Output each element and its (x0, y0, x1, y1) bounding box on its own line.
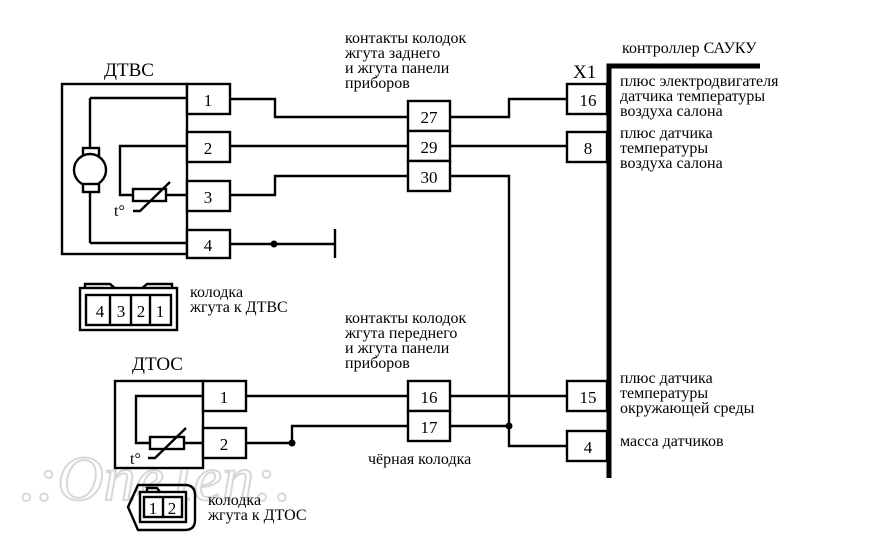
controller-pin-label: 8 (584, 139, 593, 158)
controller-pin-16 (565, 82, 609, 116)
front-harness-caption: и жгута панели (345, 340, 450, 357)
wire-27-x1-16 (450, 97, 567, 119)
controller-pin-desc: воздуха салона (620, 155, 723, 172)
dtvs-thermistor-label: t° (114, 203, 125, 220)
rear-harness-pin-label: 27 (421, 108, 439, 127)
junction-dot (270, 240, 278, 248)
controller-pin-desc: воздуха салона (620, 103, 723, 120)
controller-pin-label: 16 (580, 91, 597, 110)
dtvs-pin-2 (185, 130, 232, 164)
dtos-pin-label: 2 (220, 435, 229, 454)
dtvs-connector-pin: 3 (117, 302, 126, 321)
controller-pin-desc: датчика температуры (620, 88, 765, 105)
junction-dot (288, 439, 296, 447)
dtvs-pin-4-label: 4 (204, 236, 213, 255)
dtos-connector-pin: 2 (168, 499, 177, 518)
dtvs-pin-2-label: 2 (204, 139, 213, 158)
dtos-pin-label: 1 (220, 388, 229, 407)
dtos-pin-1 (201, 379, 248, 413)
wire-dtos2-17 (246, 424, 408, 445)
thermistor-icon (134, 394, 203, 460)
front-harness-pin-label: 17 (421, 418, 439, 437)
controller-connector-label: X1 (573, 62, 596, 83)
controller-pin-desc: плюс электродвигателя (620, 73, 779, 90)
dtvs-pin-1 (185, 82, 232, 116)
dtos-pin-2 (201, 426, 248, 460)
dtvs-pin-4 (185, 228, 232, 260)
rear-harness-pin-label: 30 (421, 168, 438, 187)
dtvs-connector-pin: 1 (156, 302, 165, 321)
dtos-title: ДТОС (132, 354, 183, 375)
controller-pin-desc: температуры (620, 385, 708, 402)
controller-pin-8 (565, 130, 609, 164)
front-harness-caption: приборов (345, 355, 410, 372)
dtvs-connector-pin: 4 (96, 302, 105, 321)
front-harness-caption: контакты колодок (345, 310, 467, 327)
front-harness-pin-label: 16 (421, 388, 438, 407)
controller-pin-15 (565, 379, 609, 413)
rear-harness-pin-30 (406, 159, 452, 193)
rear-harness-caption: контакты колодок (345, 30, 467, 47)
dtvs-connector-label: жгута к ДТВС (189, 299, 288, 316)
controller-bus (606, 63, 760, 478)
dtvs-connector-label: колодка (190, 284, 243, 301)
dtvs-connector-pin: 2 (137, 302, 146, 321)
controller-pin-desc: температуры (620, 140, 708, 157)
front-harness-bottom-label: чёрная колодка (368, 451, 471, 468)
dtvs-connector-icon (78, 282, 179, 332)
thermistor-icon (118, 144, 187, 213)
controller-pin-desc: плюс датчика (620, 125, 713, 142)
wire-dtvs1-27 (230, 97, 408, 119)
rear-harness-pin-label: 29 (421, 138, 438, 157)
controller-pin-desc: окружающей среды (620, 400, 755, 417)
dtvs-pin-1-label: 1 (204, 91, 213, 110)
controller-pin-label: 4 (584, 438, 593, 457)
junction-dot (505, 422, 513, 430)
front-harness-pin-16 (406, 379, 452, 413)
rear-harness-caption: жгута заднего (344, 45, 440, 62)
dtvs-pin-3 (185, 179, 232, 213)
wire-30-x1-4 (450, 174, 567, 448)
rear-harness-caption: и жгута панели (345, 60, 450, 77)
controller-pin-desc: масса датчиков (620, 433, 724, 450)
controller-pin-label: 15 (580, 388, 597, 407)
front-harness-caption: жгута переднего (344, 325, 457, 342)
dtvs-title: ДТВС (104, 60, 154, 81)
dtos-connector-label: колодка (208, 492, 261, 509)
rear-harness-caption: приборов (345, 75, 410, 92)
dtos-connector-label: жгута к ДТОС (207, 507, 307, 524)
dtos-thermistor-label: t° (130, 451, 141, 468)
dtvs-pin-3-label: 3 (204, 188, 213, 207)
dtos-connector-pin: 1 (149, 499, 158, 518)
controller-pin-desc: плюс датчика (620, 370, 713, 387)
controller-title: контроллер САУКУ (622, 40, 757, 57)
controller-pin-4 (565, 429, 609, 463)
motor-icon (72, 98, 108, 243)
wire-dtvs3-30 (230, 174, 408, 197)
